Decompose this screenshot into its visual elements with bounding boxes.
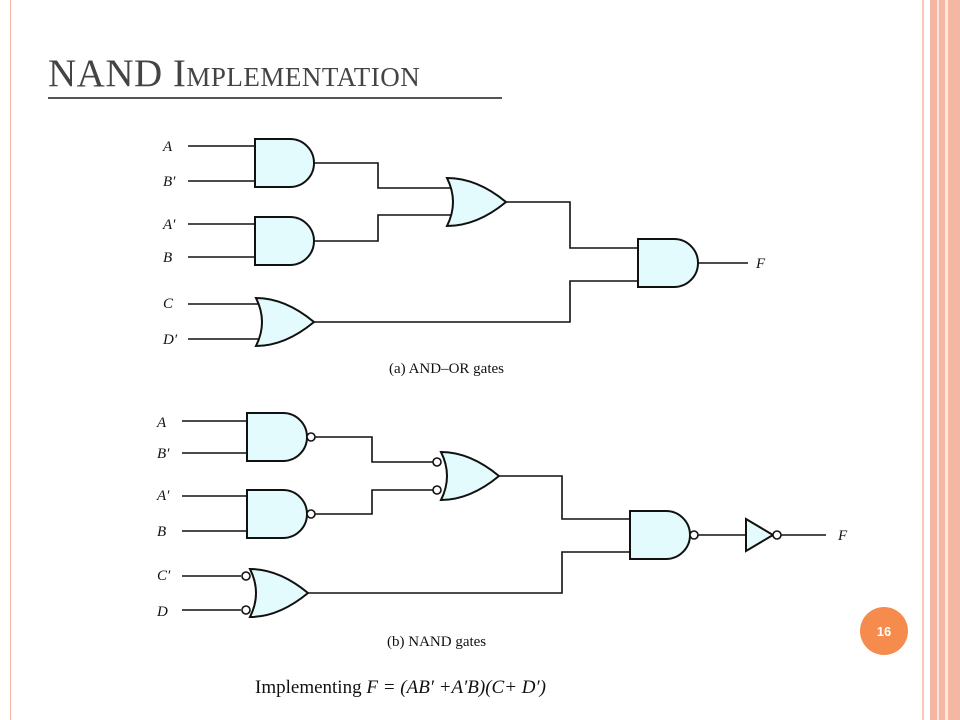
input-label-a-4: B <box>163 250 172 266</box>
boolean-expression: F = (AB′ +A′B)(C+ D′) <box>366 677 547 698</box>
diagram-nand: A B′ A′ B C′ D F (b) NAND gates <box>156 412 848 650</box>
inversion-bubble <box>432 457 442 467</box>
wire <box>499 475 630 520</box>
or-gate <box>254 296 316 348</box>
title-underline <box>48 97 502 99</box>
left-border <box>10 0 11 720</box>
input-label-a-5: C <box>163 296 174 312</box>
input-label-a-3: A′ <box>162 217 176 233</box>
nand-gate <box>629 510 691 560</box>
page-number-badge: 16 <box>860 607 908 655</box>
output-label-b: F <box>837 528 848 544</box>
inversion-bubble <box>306 509 316 519</box>
inversion-bubble <box>432 485 442 495</box>
input-label-b-3: A′ <box>156 488 170 504</box>
wire <box>314 214 452 242</box>
nand-gate <box>246 412 308 462</box>
input-label-b-6: D <box>156 604 168 620</box>
inversion-bubble <box>306 432 316 442</box>
inversion-bubble <box>772 530 782 540</box>
diagram-and-or: A B′ A′ B C D′ F (a) AND–OR gates <box>162 138 766 377</box>
wire <box>308 551 630 594</box>
input-label-b-4: B <box>157 524 166 540</box>
wire <box>315 436 433 463</box>
and-gate <box>254 138 315 188</box>
input-label-b-2: B′ <box>157 446 170 462</box>
inverter-gate <box>745 517 775 553</box>
and-gate <box>637 238 699 288</box>
or-gate-inverted-inputs <box>248 567 310 619</box>
wire <box>506 201 638 249</box>
input-label-a-2: B′ <box>163 174 176 190</box>
input-label-a-6: D′ <box>162 332 178 348</box>
inversion-bubble <box>689 530 699 540</box>
input-label-b-5: C′ <box>157 568 171 584</box>
wire <box>182 420 247 454</box>
or-gate-inverted-inputs <box>439 450 501 502</box>
slide-title: NAND Implementation <box>48 52 421 95</box>
inversion-bubble <box>241 571 251 581</box>
input-label-a-1: A <box>162 139 173 155</box>
or-gate <box>445 176 508 228</box>
wire <box>182 575 241 611</box>
output-label-a: F <box>755 256 766 272</box>
caption-and-or: (a) AND–OR gates <box>389 361 504 377</box>
wire <box>188 145 255 182</box>
nand-gate <box>246 489 308 539</box>
formula-prefix: Implementing <box>255 677 367 698</box>
wire <box>314 162 452 189</box>
and-gate <box>254 216 315 266</box>
wire <box>315 489 433 515</box>
right-border-stripes <box>918 0 960 720</box>
inversion-bubble <box>241 605 251 615</box>
caption-nand: (b) NAND gates <box>387 634 486 650</box>
wire <box>182 495 247 532</box>
wire <box>188 223 255 258</box>
wire <box>188 303 260 340</box>
input-label-b-1: A <box>156 415 167 431</box>
wire <box>314 280 638 323</box>
formula-caption: Implementing F = (AB′ +A′B)(C+ D′) <box>255 677 546 699</box>
